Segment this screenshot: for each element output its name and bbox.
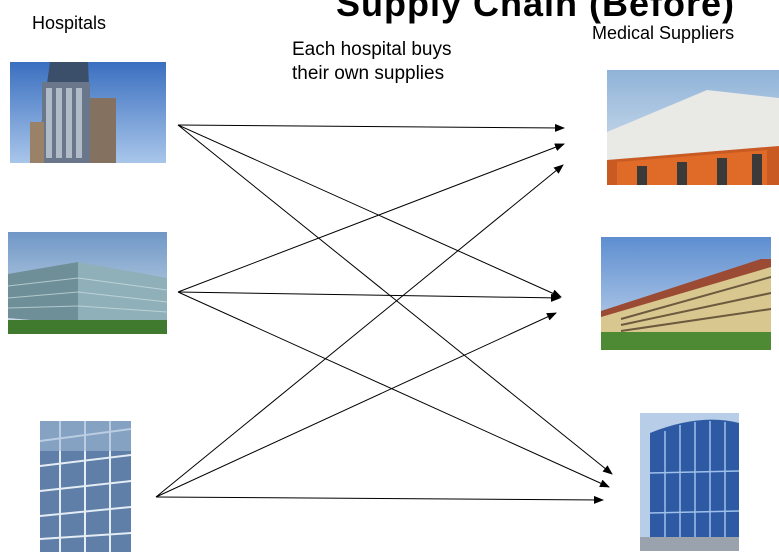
arrow-h3-s3 — [155, 495, 604, 504]
arrow-h1-s3 — [177, 124, 613, 475]
arrow-h3-s1 — [155, 164, 564, 498]
supplier-2-image — [601, 237, 771, 350]
hospital-1-image — [10, 62, 166, 163]
note-text: Each hospital buys their own supplies — [292, 38, 452, 86]
supplier-3-image — [640, 413, 739, 551]
hospital-3-image — [40, 421, 131, 552]
note-line-1: Each hospital buys — [292, 39, 452, 60]
supplier-1-image — [607, 70, 779, 185]
arrow-h1-s2 — [177, 124, 562, 298]
hospitals-label: Hospitals — [32, 13, 107, 33]
arrow-h1-s1 — [177, 123, 565, 132]
arrow-h2-s1 — [177, 143, 565, 293]
note-line-2: their own supplies — [292, 63, 445, 84]
arrow-h2-s3 — [177, 291, 610, 488]
arrow-h3-s2 — [155, 312, 557, 498]
arrow-h2-s2 — [177, 291, 561, 302]
suppliers-label: Medical Suppliers — [592, 23, 735, 43]
page-title-fragment: Supply Chain (Before) — [336, 0, 736, 24]
hospital-2-image — [8, 232, 167, 334]
